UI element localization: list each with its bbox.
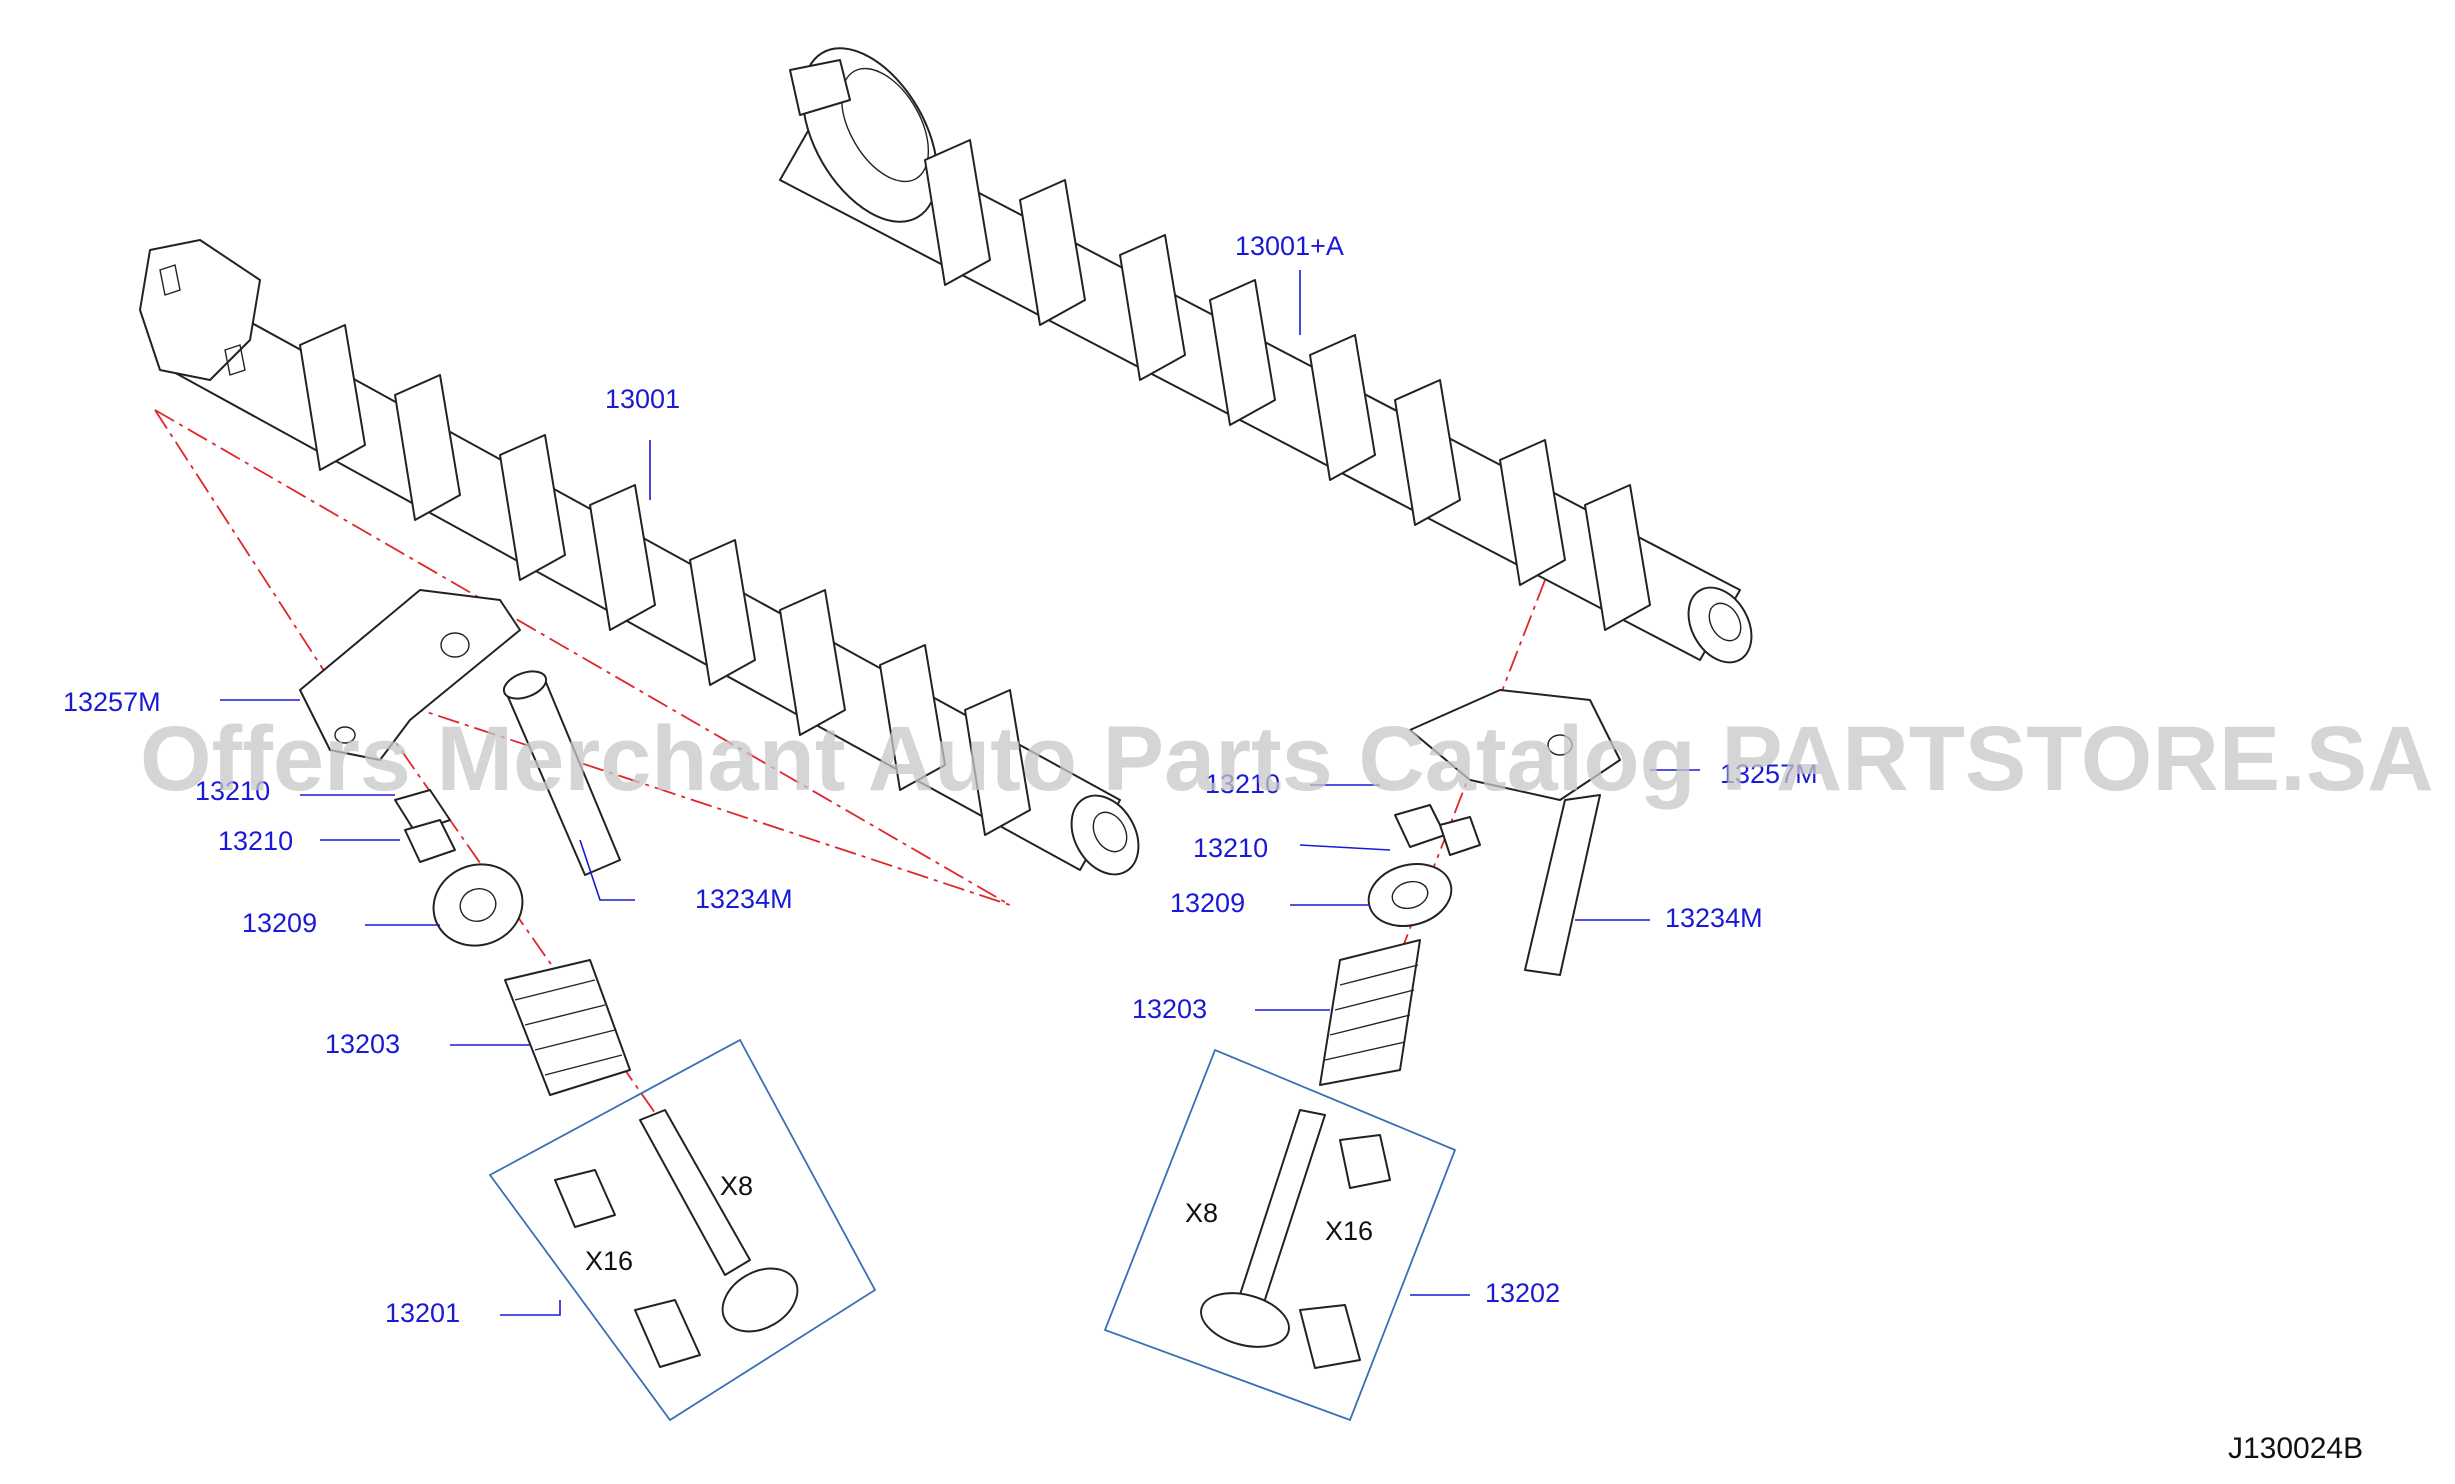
diagram-code: J130024B [2228, 1432, 2363, 1465]
left-kit-contents [554, 1109, 799, 1368]
valve-kit-box-right [1103, 1048, 1457, 1422]
label-collet-right-top: 13210 [1205, 769, 1280, 799]
camshaft-rh-drawing [779, 47, 1753, 664]
camshaft-lh-drawing [139, 239, 1140, 876]
label-rocker-arm-left: 13257M [63, 687, 161, 717]
label-spring-right: 13203 [1132, 994, 1207, 1024]
label-collet-left-top: 13210 [195, 776, 270, 806]
right-valvetrain-drawing [1319, 689, 1621, 1086]
qty-left-collet: X16 [585, 1246, 633, 1276]
label-collet-left: 13210 [218, 826, 293, 856]
label-camshaft-rh: 13001+A [1235, 231, 1344, 261]
label-rocker-arm-right: 13257M [1720, 759, 1818, 789]
label-lash-adjuster-right: 13234M [1665, 903, 1763, 933]
valve-kit-box-left [488, 1038, 877, 1422]
watermark: Offers Merchant Auto Parts Catalog PARTS… [140, 708, 2434, 810]
left-valvetrain-drawing [299, 589, 631, 1096]
qty-right-valve: X8 [1185, 1198, 1218, 1228]
qty-left-valve: X8 [720, 1171, 753, 1201]
label-valve-kit-left: 13201 [385, 1298, 460, 1328]
label-valve-kit-right: 13202 [1485, 1278, 1560, 1308]
right-kit-contents [1200, 1109, 1391, 1369]
qty-right-collet: X16 [1325, 1216, 1373, 1246]
leader-lines [220, 270, 1700, 1316]
label-retainer-left: 13209 [242, 908, 317, 938]
label-collet-right: 13210 [1193, 833, 1268, 863]
label-camshaft-lh: 13001 [605, 384, 680, 414]
label-retainer-right: 13209 [1170, 888, 1245, 918]
label-lash-adjuster-left: 13234M [695, 884, 793, 914]
label-spring-left: 13203 [325, 1029, 400, 1059]
